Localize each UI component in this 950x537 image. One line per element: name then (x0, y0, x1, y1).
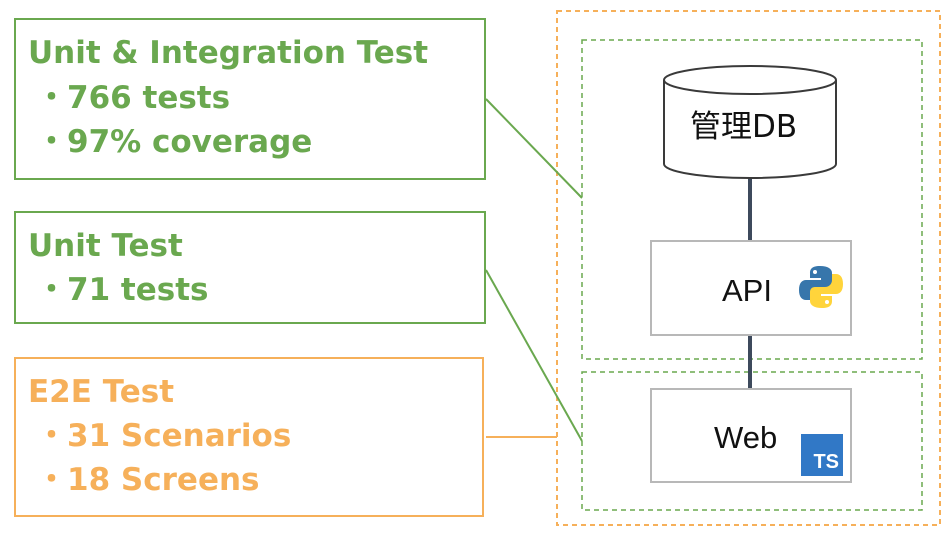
api-label: API (722, 273, 772, 308)
typescript-logo-icon: TS (801, 434, 843, 476)
unit-test-title: Unit Test (28, 228, 183, 264)
python-logo-icon (799, 266, 843, 308)
typescript-badge-text: TS (813, 451, 839, 473)
web-node: Web TS (650, 388, 852, 483)
e2e-test-title: E2E Test (28, 374, 175, 410)
integration-test-coverage: ・97% coverage (36, 124, 313, 160)
e2e-test-screens: ・18 Screens (36, 462, 260, 498)
unit-pointer-line (485, 269, 583, 442)
web-label: Web (714, 420, 778, 455)
unit-test-box: Unit Test ・71 tests (14, 211, 486, 324)
e2e-test-scenarios: ・31 Scenarios (36, 418, 292, 454)
integration-test-box: Unit & Integration Test ・766 tests ・97% … (14, 18, 486, 180)
db-cylinder (663, 65, 837, 179)
e2e-scope-frame (556, 10, 941, 526)
integration-pointer-line (485, 98, 583, 199)
db-label: 管理DB (690, 109, 798, 145)
integration-test-count: ・766 tests (36, 80, 231, 116)
unit-test-count: ・71 tests (36, 272, 209, 308)
api-node: API (650, 240, 852, 336)
integration-test-title: Unit & Integration Test (28, 35, 429, 71)
e2e-test-box: E2E Test ・31 Scenarios ・18 Screens (14, 357, 484, 517)
